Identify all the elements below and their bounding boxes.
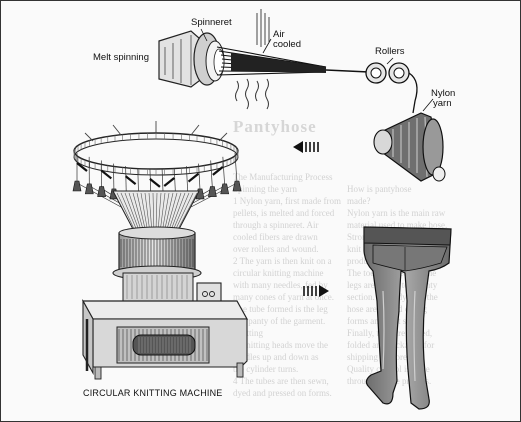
background-text-row: through a spinneret. Air: [233, 220, 319, 230]
background-text-row: with many needles, fed by: [233, 280, 328, 290]
label-rollers: Rollers: [375, 46, 405, 57]
background-text-row: 1 Nylon yarn, first made from: [233, 196, 341, 206]
label-spinneret: Spinneret: [191, 17, 232, 28]
label-air-cooled-line2: cooled: [273, 39, 301, 50]
background-text-row: needles up and down as: [233, 352, 319, 362]
label-air-cooled-line1: Air: [273, 29, 285, 40]
background-text-row: the cylinder turns.: [233, 364, 299, 374]
background-text-row: made?: [347, 196, 371, 206]
label-machine-caption: CIRCULAR KNITTING MACHINE: [83, 388, 223, 398]
background-text-row: over rollers and wound.: [233, 244, 319, 254]
background-text-row: circular knitting machine: [233, 268, 324, 278]
label-nylon-yarn-line2: yarn: [433, 98, 452, 109]
rollers: [365, 62, 410, 84]
background-text-row: The Manufacturing Process: [233, 172, 333, 182]
background-text-row: 4 The tubes are then sewn,: [233, 376, 329, 386]
cooling-wave-lines: [235, 78, 269, 110]
background-text-row: many cones of yarn at once.: [233, 292, 334, 302]
background-text-row: pellets, is melted and forced: [233, 208, 335, 218]
label-nylon-yarn-line1: Nylon: [431, 88, 456, 99]
background-text-row: material used to make hose.: [347, 220, 448, 230]
background-text-row: How is pantyhose: [347, 184, 412, 194]
circular-knitting-machine: [72, 121, 249, 380]
label-melt-spinning: Melt spinning: [93, 52, 149, 63]
arrow-to-machine: [293, 141, 319, 153]
background-text-row: cooled fibers are drawn: [233, 232, 318, 242]
pantyhose: [363, 226, 452, 410]
background-text-row: Spinning the yarn: [233, 184, 297, 194]
air-flow-lines: [256, 9, 270, 47]
background-title: Pantyhose: [233, 117, 317, 136]
melt-spinning-unit: [158, 30, 225, 88]
background-text-row: and panty of the garment.: [233, 316, 326, 326]
background-text-row: The tube formed is the leg: [233, 304, 328, 314]
background-text-row: dyed and pressed on forms.: [233, 388, 332, 398]
background-text-row: 2 The yarn is then knit on a: [233, 256, 332, 266]
background-text-row: 3 Knitting heads move the: [233, 340, 328, 350]
background-text-row: Knitting: [233, 328, 264, 338]
arrow-to-pantyhose: [303, 285, 329, 297]
yarn-cone: [373, 112, 446, 182]
background-text-row: Nylon yarn is the main raw: [347, 208, 446, 218]
